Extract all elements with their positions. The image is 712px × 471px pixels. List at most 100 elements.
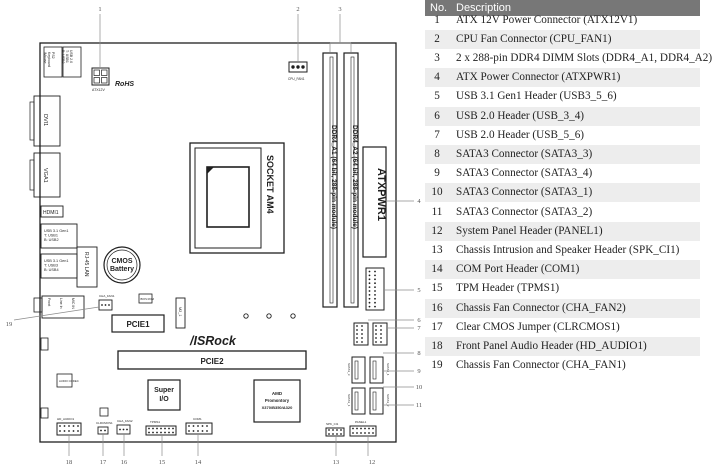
legend-row-number: 2 bbox=[434, 32, 440, 45]
board-outline bbox=[39, 42, 397, 443]
svg-text:3: 3 bbox=[338, 6, 341, 13]
svg-text:Front: Front bbox=[47, 298, 51, 306]
pin bbox=[328, 433, 330, 435]
pin bbox=[374, 294, 376, 296]
pin bbox=[152, 427, 154, 430]
pin bbox=[206, 430, 208, 432]
audio-codec: AUDIO CODEC bbox=[56, 373, 79, 388]
pin bbox=[368, 290, 371, 292]
brand-logo: /ISRock bbox=[189, 334, 237, 348]
pin bbox=[108, 304, 110, 306]
legend-row-description: SATA3 Connector (SATA3_1) bbox=[456, 186, 593, 199]
pin bbox=[188, 430, 190, 432]
pin bbox=[160, 427, 162, 430]
svg-text:8: 8 bbox=[417, 350, 420, 357]
svg-text:SATA3_2: SATA3_2 bbox=[386, 394, 390, 407]
svg-text:Battery: Battery bbox=[110, 266, 134, 273]
atx-power-connector: ATXPWR1 bbox=[362, 146, 387, 258]
legend-row-number: 15 bbox=[431, 282, 443, 295]
svg-text:AUDIO CODEC: AUDIO CODEC bbox=[59, 379, 79, 383]
pin bbox=[356, 333, 358, 335]
pin bbox=[372, 427, 374, 430]
legend-row-number: 19 bbox=[431, 359, 443, 372]
legend-row-number: 12 bbox=[431, 224, 443, 237]
legend-row-number: 11 bbox=[431, 205, 443, 218]
svg-text:CHA_FAN2: CHA_FAN2 bbox=[117, 419, 133, 423]
chipset: AMD Promontory X370/B350/A320 bbox=[253, 379, 301, 423]
svg-text:4: 4 bbox=[417, 198, 421, 205]
pin bbox=[77, 425, 79, 427]
svg-text:PCIE1: PCIE1 bbox=[126, 320, 150, 329]
pin bbox=[172, 427, 174, 430]
pin bbox=[374, 274, 376, 277]
legend-row-number: 1 bbox=[434, 13, 440, 26]
pin bbox=[126, 428, 128, 431]
svg-text:5: 5 bbox=[417, 287, 420, 294]
callout-lines bbox=[13, 14, 414, 456]
pin bbox=[374, 305, 376, 308]
pin bbox=[201, 430, 204, 432]
pin bbox=[361, 333, 363, 335]
pin bbox=[361, 337, 363, 339]
pin bbox=[374, 282, 376, 285]
pin bbox=[368, 270, 371, 273]
com-header: COM1 bbox=[185, 417, 213, 435]
cha-fan2-header: CHA_FAN2 bbox=[116, 419, 133, 435]
mount-hole bbox=[243, 313, 249, 319]
audio-jacks: Front Line In MIC IN bbox=[33, 295, 85, 319]
pin bbox=[68, 430, 70, 432]
svg-text:PCIE2: PCIE2 bbox=[200, 357, 224, 366]
pin bbox=[68, 425, 70, 427]
svg-text:SATA3_3: SATA3_3 bbox=[347, 363, 351, 376]
usb2-headers bbox=[353, 322, 388, 346]
pin bbox=[164, 427, 166, 430]
ps2-port: PS2Keyboard/Mouse bbox=[43, 46, 63, 78]
svg-text:DDR4_A2 (64 bit, 288-pin modul: DDR4_A2 (64 bit, 288-pin module) bbox=[351, 125, 358, 229]
svg-text:Line In: Line In bbox=[59, 298, 63, 309]
legend-row-description: 2 x 288-pin DDR4 DIMM Slots (DDR4_A1, DD… bbox=[456, 51, 712, 64]
svg-text:X370/B350/A320: X370/B350/A320 bbox=[262, 405, 293, 410]
pin bbox=[374, 270, 376, 273]
pin bbox=[72, 430, 75, 432]
pin bbox=[332, 433, 334, 435]
pin bbox=[374, 290, 376, 292]
atx12v-connector bbox=[91, 67, 110, 86]
svg-text:6: 6 bbox=[417, 317, 421, 324]
svg-text:ATXPWR1: ATXPWR1 bbox=[375, 168, 387, 221]
legend-row-number: 5 bbox=[434, 90, 440, 103]
pin bbox=[201, 425, 204, 427]
svg-text:VGA1: VGA1 bbox=[42, 168, 48, 183]
pin bbox=[368, 297, 371, 300]
pin bbox=[168, 431, 170, 434]
svg-text:14: 14 bbox=[195, 459, 202, 466]
callout-numbers: 1 2 3 4 5 6 7 8 9 10 11 12 13 14 15 16 1… bbox=[6, 6, 423, 466]
clrcmos-jumper: CLRCMOS1 bbox=[96, 421, 113, 435]
svg-text:Promontory: Promontory bbox=[265, 398, 290, 403]
pin bbox=[63, 430, 66, 432]
pin bbox=[368, 305, 371, 308]
legend-row-number: 17 bbox=[431, 320, 443, 333]
pin bbox=[368, 301, 371, 304]
pin bbox=[368, 274, 371, 277]
svg-text:CHA_FAN1: CHA_FAN1 bbox=[99, 294, 115, 298]
pin bbox=[368, 282, 371, 285]
svg-text:RJ-45 LAN: RJ-45 LAN bbox=[83, 252, 89, 277]
svg-text:Super: Super bbox=[154, 387, 174, 394]
socket-label: SOCKET AM4 bbox=[265, 155, 275, 214]
